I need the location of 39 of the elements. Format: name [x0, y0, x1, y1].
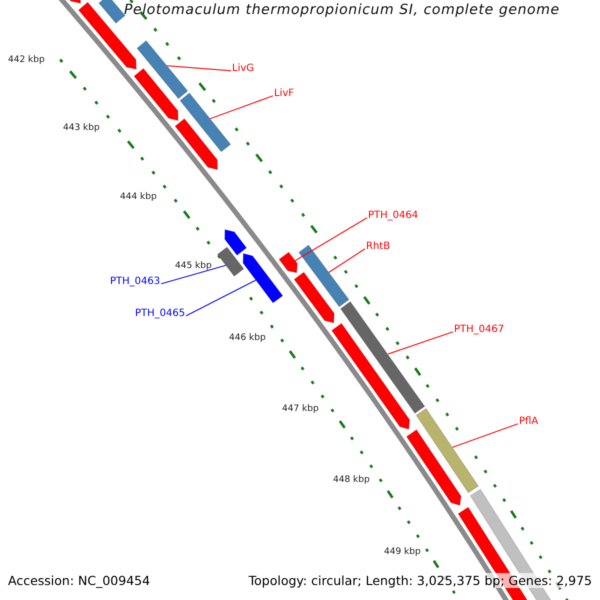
- tick-label: 448 kbp: [333, 475, 370, 486]
- tick-label: 447 kbp: [282, 404, 319, 415]
- gene-label: PTH_0465: [135, 308, 186, 320]
- gene-segment: [174, 118, 218, 170]
- leader-line: [294, 217, 368, 262]
- gene-label: RhtB: [366, 241, 390, 253]
- gene-segment: [224, 229, 248, 256]
- gene-label: PflA: [519, 416, 538, 428]
- gene-segment: [298, 244, 350, 308]
- gene-segment: [331, 322, 410, 430]
- tick-label: 443 kbp: [63, 123, 100, 134]
- gene-label: PTH_0463: [110, 276, 160, 288]
- genome-info-text: Topology: circular; Length: 3,025,375 bp; Genes: 2,975: [248, 573, 592, 588]
- tick-label: 445 kbp: [175, 261, 212, 272]
- gene-segment: [180, 92, 232, 152]
- tick-label: 446 kbp: [229, 333, 266, 344]
- gene-label: PTH_0464: [368, 210, 418, 222]
- gene-label: LivF: [274, 88, 294, 100]
- accession-text: Accession: NC_009454: [8, 573, 150, 588]
- leader-line: [210, 95, 274, 120]
- title: Pelotomaculum thermopropionicum SI, complete genome: [124, 2, 560, 19]
- leader-line: [452, 423, 518, 448]
- gene-segment: [242, 252, 284, 304]
- gene-segment: [216, 246, 244, 277]
- gene-label: PTH_0467: [454, 324, 504, 336]
- tick-label: 444 kbp: [120, 192, 157, 203]
- gene-segment: [406, 429, 462, 506]
- gene-segment: [416, 408, 479, 494]
- leader-line: [186, 280, 256, 316]
- gene-segment: [340, 301, 426, 414]
- gene-label: LivG: [232, 63, 254, 75]
- tick-label: 449 kbp: [384, 547, 421, 558]
- leader-line: [388, 331, 454, 354]
- gene-segment: [136, 40, 188, 100]
- gene-segment: [134, 68, 179, 122]
- gene-segment: [294, 272, 335, 324]
- gene-segment: [278, 252, 298, 274]
- gene-segment: [98, 0, 126, 24]
- tick-label: 442 kbp: [8, 55, 45, 66]
